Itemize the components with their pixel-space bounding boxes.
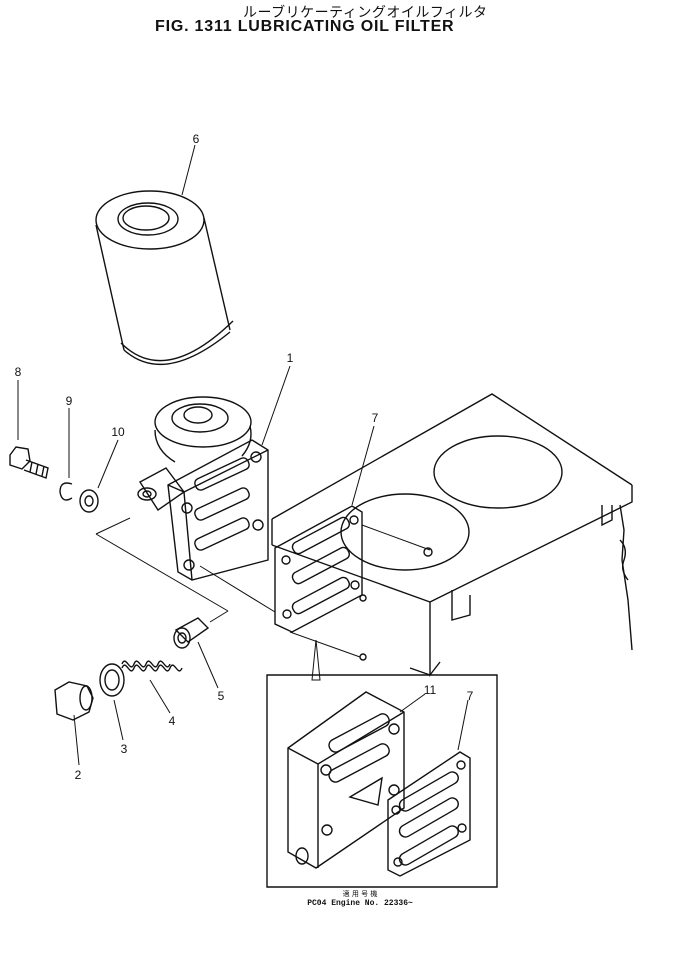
callout-8: 8 [15,365,22,379]
gasket-7-inset [388,752,470,876]
plug-2 [55,682,93,720]
callout-4: 4 [169,714,176,728]
filter-head [138,397,268,580]
callout-2: 2 [75,768,82,782]
washer-10-hole [85,496,93,506]
engine-block [272,394,632,675]
snap-ring-9 [60,483,72,500]
callout-1: 1 [287,351,294,365]
callout-9: 9 [66,394,73,408]
callout-7: 7 [372,411,379,425]
valve-5 [174,618,208,648]
callout-10: 10 [111,425,125,439]
assembly-lines [18,145,468,765]
spring-4 [122,661,182,671]
filter-cartridge [96,191,233,364]
callout-11: 11 [424,683,437,697]
washer-10 [80,490,98,512]
inset-box [267,675,497,887]
callout-6: 6 [193,132,200,146]
gasket-3-hole [105,670,119,690]
callout-3: 3 [121,742,128,756]
callout-7-inset: 7 [467,689,474,703]
bolt-8 [10,447,48,478]
gasket-main [275,506,362,632]
filter-head-11 [288,692,404,868]
inset-caption-jp: 適 用 号 機 [342,890,378,898]
callout-labels: 6 1 7 8 9 10 2 3 4 5 11 7 [15,132,474,782]
figure-subtitle-jp: ルーブリケーティングオイルフィルタ [243,5,488,21]
inset-caption: PC04 Engine No. 22336~ [307,899,413,908]
gasket-3 [100,664,124,696]
callout-5: 5 [218,689,225,703]
figure-title: FIG. 1311 LUBRICATING OIL FILTER [155,18,455,35]
